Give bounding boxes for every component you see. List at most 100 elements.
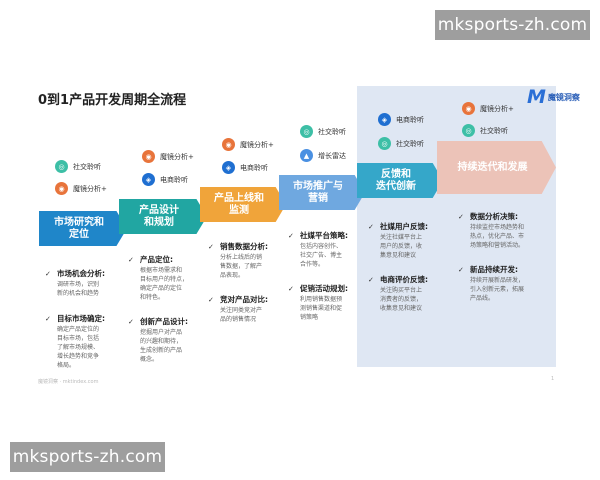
stage-4-promotion: 市场推广与 营销 — [279, 175, 365, 210]
item-title: 销售数据分析: — [220, 242, 268, 251]
stage5-item-2: ✓ 电商评价反馈: 关注购买平台上 消费者的反馈， 收集意见和建议 — [368, 274, 428, 313]
check-icon: ✓ — [458, 212, 464, 221]
tag-label: 电商聆听 — [396, 115, 424, 124]
tag-stage1-mojing: ◉ 魔镜分析+ — [55, 182, 107, 195]
stage-6-continuous: 持续迭代和发展 — [437, 141, 556, 194]
item-desc: 持续监控市场趋势和 热点，优化产品、市 场策略和营销活动。 — [470, 224, 525, 249]
item-title: 产品定位: — [140, 255, 173, 264]
tag-stage3-mojing: ◉ 魔镜分析+ — [222, 138, 274, 151]
tag-stage2-mojing: ◉ 魔镜分析+ — [142, 150, 194, 163]
tag-stage5-ecom: ◈ 电商聆听 — [378, 113, 424, 126]
stage3-item-2: ✓ 竞对产品对比: 关注同类竞对产 品的销售情况 — [208, 294, 268, 324]
social-listening-icon: ◎ — [55, 160, 68, 173]
check-icon: ✓ — [45, 314, 51, 323]
tag-stage4-growth: ▲ 增长雷达 — [300, 149, 346, 162]
item-title: 电商评价反馈: — [380, 275, 428, 284]
check-icon: ✓ — [128, 255, 134, 264]
item-title: 新品持续开发: — [470, 265, 518, 274]
watermark-top: mksports-zh.com — [435, 10, 590, 40]
ecommerce-listening-icon: ◈ — [142, 173, 155, 186]
tag-label: 电商聆听 — [160, 175, 188, 184]
tag-stage6-mojing: ◉ 魔镜分析+ — [462, 102, 514, 115]
check-icon: ✓ — [458, 265, 464, 274]
item-title: 市场机会分析: — [57, 269, 105, 278]
footnote: 魔镜洞察 · mktindex.com — [38, 379, 99, 385]
tag-label: 社交聆听 — [318, 127, 346, 136]
stage-label: 市场研究和 定位 — [54, 216, 104, 240]
stage-3-launch-monitor: 产品上线和 监测 — [200, 187, 286, 222]
watermark-bottom: mksports-zh.com — [10, 442, 165, 472]
stage6-item-2: ✓ 新品持续开发: 持续开展新品研发， 引入创新元素，拓展 产品线。 — [458, 264, 524, 303]
item-title: 促销活动规划: — [300, 284, 348, 293]
tag-label: 增长雷达 — [318, 151, 346, 160]
item-title: 社媒平台策略: — [300, 231, 348, 240]
tag-label: 魔镜分析+ — [240, 140, 274, 149]
tag-label: 电商聆听 — [240, 163, 268, 172]
check-icon: ✓ — [208, 295, 214, 304]
brand-name: 魔镜洞察 — [547, 92, 580, 102]
stage-label: 反馈和 迭代创新 — [376, 168, 416, 192]
growth-radar-icon: ▲ — [300, 149, 313, 162]
check-icon: ✓ — [368, 275, 374, 284]
tag-stage2-ecom: ◈ 电商聆听 — [142, 173, 188, 186]
item-desc: 持续开展新品研发， 引入创新元素，拓展 产品线。 — [470, 277, 525, 302]
item-desc: 调研市场，识别 新的机会和趋势 — [57, 281, 100, 297]
stage-label: 产品设计 和规划 — [139, 204, 179, 228]
item-desc: 分析上线后的销 售数据，了解产 品表现。 — [220, 254, 263, 279]
tag-label: 魔镜分析+ — [73, 184, 107, 193]
ecommerce-listening-icon: ◈ — [378, 113, 391, 126]
stage2-item-1: ✓产品定位: 根据市场需求和 目标用户的特点， 确定产品的定位 和特色。 — [128, 254, 188, 302]
stage-label: 持续迭代和发展 — [457, 161, 528, 173]
stage4-item-2: ✓ 促销活动规划: 利用销售数据预 测销售渠道和促 销策略 — [288, 283, 348, 322]
mojing-analysis-icon: ◉ — [222, 138, 235, 151]
mojing-analysis-icon: ◉ — [462, 102, 475, 115]
stage-1-market-research: 市场研究和 定位 — [39, 211, 127, 246]
check-icon: ✓ — [128, 317, 134, 326]
ecommerce-listening-icon: ◈ — [222, 161, 235, 174]
tag-label: 魔镜分析+ — [160, 152, 194, 161]
check-icon: ✓ — [288, 284, 294, 293]
item-desc: 确定产品定位的 目标市场，包括 了解市场规模、 增长趋势和竞争 格局。 — [57, 326, 100, 369]
item-title: 创新产品设计: — [140, 317, 188, 326]
item-desc: 利用销售数据预 测销售渠道和促 销策略 — [300, 296, 343, 321]
check-icon: ✓ — [45, 269, 51, 278]
stage1-item-2: ✓ 目标市场确定: 确定产品定位的 目标市场，包括 了解市场规模、 增长趋势和竞争… — [45, 313, 105, 370]
mojing-analysis-icon: ◉ — [55, 182, 68, 195]
item-title: 数据分析决策: — [470, 212, 518, 221]
stage-label: 产品上线和 监测 — [214, 192, 264, 216]
stage5-item-1: ✓社媒用户反馈: 关注社媒平台上 用户的反馈，收 集意见和建议 — [368, 221, 428, 260]
page-title: 0到1产品开发周期全流程 — [38, 93, 187, 108]
tag-label: 社交聆听 — [480, 126, 508, 135]
check-icon: ✓ — [368, 222, 374, 231]
highlight-panel — [357, 86, 556, 367]
tag-stage4-social: ◎ 社交聆听 — [300, 125, 346, 138]
stage-5-feedback: 反馈和 迭代创新 — [357, 163, 443, 198]
page-number: 1 — [551, 376, 555, 382]
item-desc: 挖掘用户对产品 的兴趣和期待， 生成创新的产品 概念。 — [140, 329, 183, 363]
tag-label: 社交聆听 — [73, 162, 101, 171]
tag-stage6-social: ◎ 社交聆听 — [462, 124, 508, 137]
stage2-item-2: ✓ 创新产品设计: 挖掘用户对产品 的兴趣和期待， 生成创新的产品 概念。 — [128, 316, 188, 364]
item-title: 目标市场确定: — [57, 314, 105, 323]
item-desc: 关注同类竞对产 品的销售情况 — [220, 307, 263, 323]
item-desc: 关注购买平台上 消费者的反馈， 收集意见和建议 — [380, 287, 423, 312]
check-icon: ✓ — [208, 242, 214, 251]
tag-stage3-ecom: ◈ 电商聆听 — [222, 161, 268, 174]
social-listening-icon: ◎ — [300, 125, 313, 138]
mojing-analysis-icon: ◉ — [142, 150, 155, 163]
stage-2-product-design: 产品设计 和规划 — [119, 199, 207, 234]
brand-mark: M — [527, 86, 546, 108]
tag-stage5-social: ◎ 社交聆听 — [378, 137, 424, 150]
stage4-item-1: ✓社媒平台策略: 包括内容创作、 社交广告、博主 合作等。 — [288, 230, 348, 269]
stage-label: 市场推广与 营销 — [293, 180, 343, 204]
stage1-item-1: ✓ 市场机会分析: 调研市场，识别 新的机会和趋势 — [45, 268, 105, 298]
social-listening-icon: ◎ — [462, 124, 475, 137]
tag-stage1-social: ◎ 社交聆听 — [55, 160, 101, 173]
item-desc: 关注社媒平台上 用户的反馈，收 集意见和建议 — [380, 234, 423, 259]
brand-logo: M 魔镜洞察 — [527, 86, 580, 108]
item-title: 竞对产品对比: — [220, 295, 268, 304]
check-icon: ✓ — [288, 231, 294, 240]
stage3-item-1: ✓ 销售数据分析: 分析上线后的销 售数据，了解产 品表现。 — [208, 241, 268, 280]
social-listening-icon: ◎ — [378, 137, 391, 150]
tag-label: 魔镜分析+ — [480, 104, 514, 113]
